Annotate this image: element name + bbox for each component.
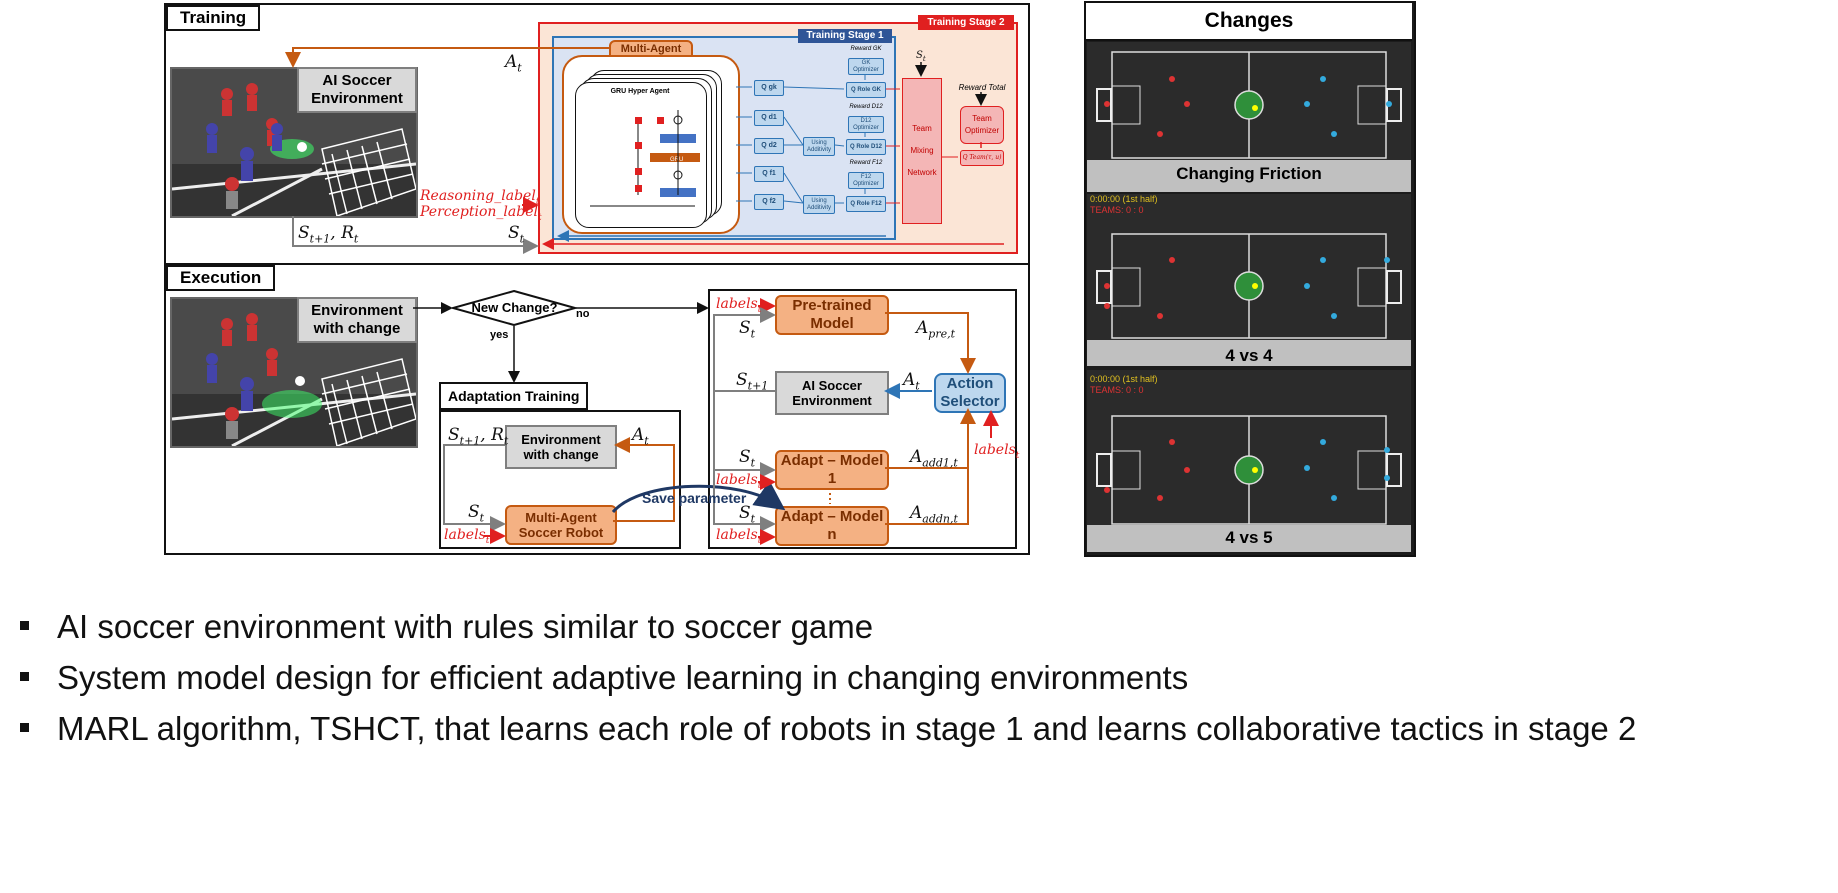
bullet-text: MARL algorithm, TSHCT, that learns each … (57, 710, 1637, 747)
score-line-3a: 0:00:00 (1st half) (1090, 374, 1158, 384)
new-change-decision (452, 290, 577, 326)
adapt-at-label: At (632, 425, 649, 448)
f12-optimizer-box: F12 Optimizer (848, 172, 884, 189)
reward-d12-label: Reward D12 (849, 104, 883, 110)
execution-connectors (413, 298, 999, 545)
team-mixing-network-box: Team Mixing Network (902, 78, 942, 224)
team-optimizer-box: Team Optimizer (960, 106, 1004, 144)
selector-labels-label: labelst (974, 442, 1020, 461)
adapt-model-1-box: Adapt – Model 1 (775, 450, 889, 490)
bullet-text: AI soccer environment with rules similar… (57, 608, 874, 645)
a-pre-label: Apre,t (916, 318, 956, 341)
execution-ai-env-box: AI Soccer Environment (775, 371, 889, 415)
perception-label: Perception_labelt (420, 204, 542, 223)
training-connectors (285, 47, 1004, 254)
gru-cell-label: GRU (670, 157, 683, 163)
training-st-top-label: St (916, 50, 926, 63)
caption-changing-friction: Changing Friction (1176, 164, 1322, 183)
pretrained-st-label: St (739, 318, 756, 341)
adapt-multi-agent-box: Multi-Agent Soccer Robot (505, 505, 617, 545)
ai-soccer-environment-box: AI Soccer Environment (297, 67, 417, 113)
caption-4v5: 4 vs 5 (1225, 528, 1273, 547)
gk-optimizer-box: GK Optimizer (848, 58, 884, 75)
bullet-item: System model design for efficient adapti… (20, 659, 1188, 697)
execution-soccer-scene-image (170, 297, 418, 448)
q-gk-box: Q gk (754, 80, 784, 96)
q-role-d12-box: Q Role D12 (846, 139, 886, 155)
adapt1-labels-label: labelst (716, 472, 762, 491)
bullet-marker-icon (20, 722, 29, 732)
pretrained-model-box: Pre-trained Model (775, 295, 889, 335)
new-change-label: New Change? (471, 300, 558, 315)
bullet-marker-icon (20, 620, 29, 630)
field-4v5 (1087, 370, 1411, 552)
q-f2-box: Q f2 (754, 194, 784, 210)
reward-f12-label: Reward F12 (849, 160, 883, 166)
training-st1-rt-label: St+1, Rt (298, 223, 359, 246)
adapt-st-label: St (468, 502, 485, 525)
environment-with-change-box: Environment with change (297, 297, 417, 343)
decision-no-label: no (576, 308, 590, 320)
a-addn-label: Aaddn,t (910, 503, 958, 526)
using-additivity-d: Using Additivity (803, 137, 835, 156)
using-additivity-f: Using Additivity (803, 195, 835, 214)
save-parameter-label: Save parameter (642, 490, 747, 506)
training-st-label: St (508, 223, 525, 246)
action-selector-box: Action Selector (934, 373, 1006, 413)
bullet-marker-icon (20, 671, 29, 681)
adapt-env-with-change-box: Environment with change (505, 425, 617, 469)
gru-internals: GRU (590, 110, 700, 207)
training-stage1-header: Training Stage 1 (798, 29, 892, 43)
field-2-graphic (1087, 194, 1411, 366)
field-3-graphic (1087, 370, 1411, 552)
exec-at-label: At (903, 370, 920, 393)
caption-4v4: 4 vs 4 (1225, 346, 1273, 365)
field-4v4 (1087, 194, 1411, 366)
training-tag: Training (166, 5, 261, 31)
adapt-model-n-box: Adapt – Model n (775, 506, 889, 546)
q-team-box: Q Team(τ, u) (960, 150, 1004, 166)
adaptation-training-tag: Adaptation Training (439, 382, 589, 410)
reward-gk-label: Reward GK (850, 46, 882, 52)
execution-tag: Execution (166, 265, 276, 291)
reward-total-label: Reward Total (958, 83, 1006, 92)
bullet-item: MARL algorithm, TSHCT, that learns each … (20, 710, 1636, 748)
exec-st1-label: St+1 (736, 370, 769, 393)
bullet-text: System model design for efficient adapti… (57, 659, 1189, 696)
adaptn-labels-label: labelst (716, 527, 762, 546)
adapt-st1-rt-label: St+1, Rt (448, 425, 509, 448)
adaptn-st-label: St (739, 503, 756, 526)
decision-yes-label: yes (490, 329, 509, 341)
pretrained-labels-label: labelst (716, 296, 762, 315)
training-action-label: At (505, 52, 522, 75)
gru-hyper-agent-title: GRU Hyper Agent (610, 88, 670, 95)
q-role-f12-box: Q Role F12 (846, 196, 886, 212)
q-d2-box: Q d2 (754, 138, 784, 154)
q-f1-box: Q f1 (754, 166, 784, 182)
score-line-3b: TEAMS: 0 : 0 (1090, 385, 1144, 395)
field-changing-friction (1087, 42, 1411, 192)
q-d1-box: Q d1 (754, 110, 784, 126)
d12-optimizer-box: D12 Optimizer (848, 116, 884, 133)
adapt1-st-label: St (739, 447, 756, 470)
a-add1-label: Aadd1,t (910, 447, 958, 470)
training-stage2-header: Training Stage 2 (918, 15, 1014, 30)
changes-title: Changes (1086, 3, 1412, 41)
adapt-labels-label: labelst (444, 527, 490, 546)
reasoning-label: Reasoning_labelt (420, 188, 540, 207)
field-1-graphic (1087, 42, 1411, 192)
bullet-item: AI soccer environment with rules similar… (20, 608, 873, 646)
score-line-2b: TEAMS: 0 : 0 (1090, 205, 1144, 215)
q-role-gk-box: Q Role GK (846, 82, 886, 98)
score-line-2a: 0:00:00 (1st half) (1090, 194, 1158, 204)
